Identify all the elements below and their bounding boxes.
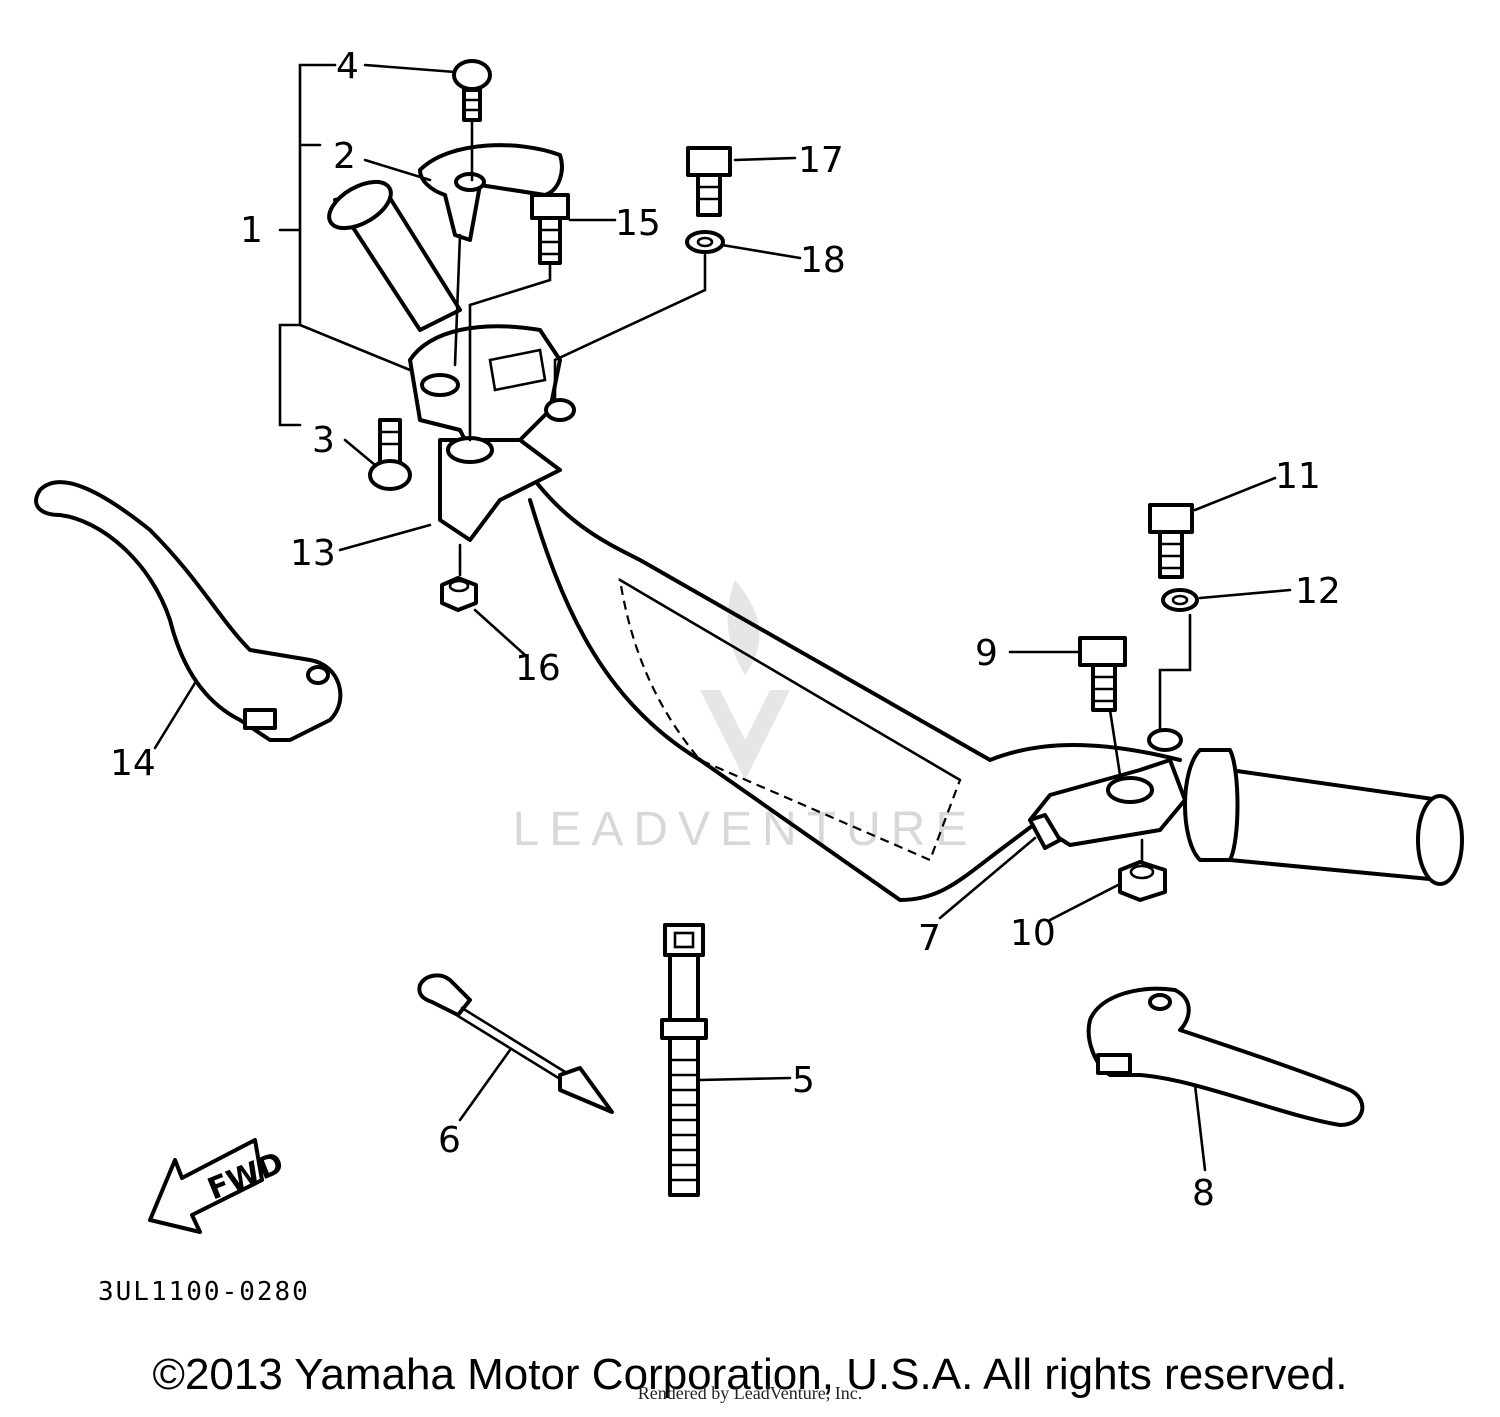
- right-lever-holder: [1028, 728, 1187, 850]
- watermark: LEADVENTURE: [513, 580, 978, 856]
- bolt-17: [686, 146, 732, 217]
- callout-15: 15: [615, 203, 661, 244]
- callout-1: 1: [240, 210, 263, 251]
- callout-18: 18: [800, 240, 846, 281]
- callout-9: 9: [975, 633, 998, 674]
- leader-lines: [153, 63, 1292, 1172]
- fwd-arrow-icon: FWD: [148, 1138, 289, 1234]
- nut-16: [440, 576, 478, 612]
- screw-4: [452, 59, 492, 122]
- callout-14: 14: [110, 743, 156, 784]
- bolt-11: [1148, 503, 1194, 579]
- lever-cover: [418, 143, 564, 242]
- left-lever-holder: [408, 324, 576, 542]
- bolt-15: [530, 193, 570, 265]
- nut-10: [1118, 860, 1167, 902]
- callout-17: 17: [798, 140, 844, 181]
- right-lever: [1086, 986, 1365, 1127]
- callout-6: 6: [438, 1120, 461, 1161]
- pin-6: [417, 973, 614, 1114]
- right-grip: [1183, 748, 1464, 886]
- callout-3: 3: [312, 420, 335, 461]
- callout-5: 5: [792, 1060, 815, 1101]
- cable-tie: [660, 923, 708, 1197]
- copyright-notice: ©2013 Yamaha Motor Corporation, U.S.A. A…: [152, 1350, 1348, 1399]
- callout-10: 10: [1010, 913, 1056, 954]
- callout-8: 8: [1192, 1173, 1215, 1214]
- callout-11: 11: [1275, 456, 1321, 497]
- callout-7: 7: [918, 918, 941, 959]
- callout-16: 16: [515, 648, 561, 689]
- watermark-text: LEADVENTURE: [513, 803, 978, 856]
- callout-4: 4: [336, 46, 359, 87]
- screw-3: [368, 418, 412, 491]
- callout-2: 2: [333, 136, 356, 177]
- handlebar: [518, 458, 1182, 902]
- rendered-by-notice: Rendered by LeadVenture, Inc.: [637, 1383, 863, 1403]
- callout-13: 13: [290, 533, 336, 574]
- bolt-9: [1078, 636, 1127, 712]
- left-lever: [34, 480, 343, 742]
- callout-labels: 1 2 3 4 5 6 7 8 9 10 11 12 13 14 15 16 1…: [110, 46, 1341, 1214]
- washer-18: [685, 230, 725, 254]
- callout-12: 12: [1295, 571, 1341, 612]
- left-grip: [327, 179, 462, 332]
- diagram-code: 3UL1100-0280: [98, 1277, 310, 1307]
- washer-12: [1161, 588, 1199, 612]
